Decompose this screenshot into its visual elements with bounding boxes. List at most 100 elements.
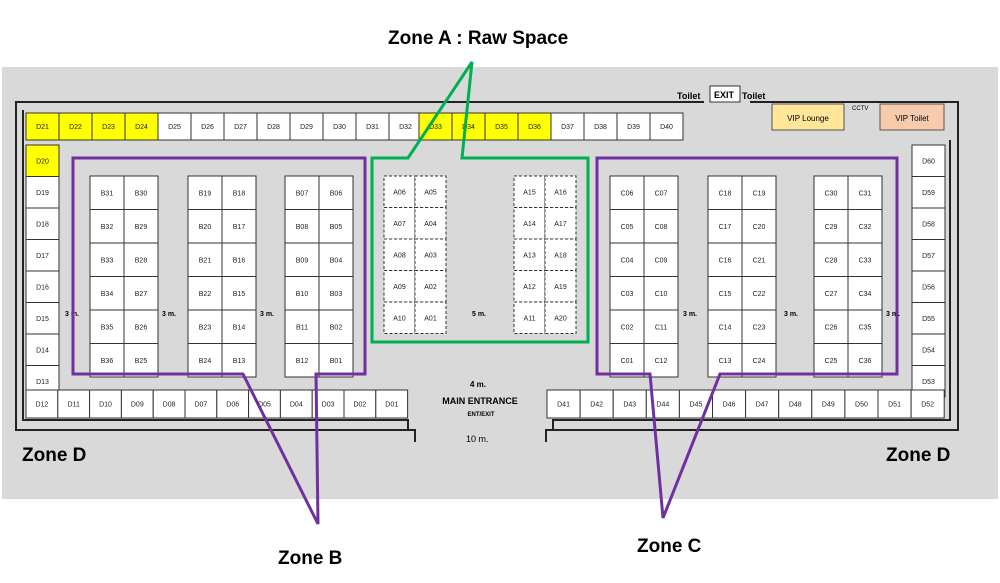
booth-d41[interactable]: D41 [546,389,581,419]
booth-a16[interactable]: A16 [544,175,577,208]
booth-a09[interactable]: A09 [383,270,416,303]
booth-d39[interactable]: D39 [616,112,651,141]
booth-c18[interactable]: C18 [707,175,743,210]
booth-d51[interactable]: D51 [877,389,912,419]
booth-d35[interactable]: D35 [484,112,519,141]
booth-b14[interactable]: B14 [221,309,257,344]
booth-b02[interactable]: B02 [318,309,354,344]
booth-d43[interactable]: D43 [612,389,647,419]
booth-d19[interactable]: D19 [25,176,60,209]
booth-d21[interactable]: D21 [25,112,60,141]
booth-c19[interactable]: C19 [741,175,777,210]
booth-d18[interactable]: D18 [25,207,60,240]
booth-b21[interactable]: B21 [187,242,223,277]
booth-b01[interactable]: B01 [318,343,354,378]
booth-d26[interactable]: D26 [190,112,225,141]
booth-b33[interactable]: B33 [89,242,125,277]
booth-a06[interactable]: A06 [383,175,416,208]
booth-c31[interactable]: C31 [847,175,883,210]
booth-d56[interactable]: D56 [911,270,946,303]
booth-d50[interactable]: D50 [844,389,879,419]
booth-c06[interactable]: C06 [609,175,645,210]
booth-b13[interactable]: B13 [221,343,257,378]
booth-c09[interactable]: C09 [643,242,679,277]
booth-b16[interactable]: B16 [221,242,257,277]
booth-c36[interactable]: C36 [847,343,883,378]
booth-d16[interactable]: D16 [25,270,60,303]
booth-b31[interactable]: B31 [89,175,125,210]
booth-d46[interactable]: D46 [712,389,747,419]
booth-b03[interactable]: B03 [318,276,354,311]
booth-c22[interactable]: C22 [741,276,777,311]
booth-d58[interactable]: D58 [911,207,946,240]
booth-b10[interactable]: B10 [284,276,320,311]
booth-c01[interactable]: C01 [609,343,645,378]
booth-c29[interactable]: C29 [813,209,849,244]
booth-d01[interactable]: D01 [375,389,409,419]
booth-b25[interactable]: B25 [123,343,159,378]
booth-d40[interactable]: D40 [649,112,684,141]
booth-d32[interactable]: D32 [388,112,423,141]
booth-d22[interactable]: D22 [58,112,93,141]
booth-b34[interactable]: B34 [89,276,125,311]
booth-c33[interactable]: C33 [847,242,883,277]
booth-d52[interactable]: D52 [910,389,945,419]
booth-b18[interactable]: B18 [221,175,257,210]
booth-c23[interactable]: C23 [741,309,777,344]
booth-d37[interactable]: D37 [550,112,585,141]
booth-b15[interactable]: B15 [221,276,257,311]
booth-d10[interactable]: D10 [89,389,122,419]
booth-b32[interactable]: B32 [89,209,125,244]
booth-a01[interactable]: A01 [414,301,447,334]
booth-a11[interactable]: A11 [513,301,546,334]
booth-d57[interactable]: D57 [911,239,946,272]
booth-d49[interactable]: D49 [811,389,846,419]
booth-b06[interactable]: B06 [318,175,354,210]
booth-c07[interactable]: C07 [643,175,679,210]
booth-b08[interactable]: B08 [284,209,320,244]
booth-b17[interactable]: B17 [221,209,257,244]
booth-d48[interactable]: D48 [778,389,813,419]
booth-a02[interactable]: A02 [414,270,447,303]
booth-d38[interactable]: D38 [583,112,618,141]
booth-d27[interactable]: D27 [223,112,258,141]
booth-b23[interactable]: B23 [187,309,223,344]
booth-b09[interactable]: B09 [284,242,320,277]
booth-a12[interactable]: A12 [513,270,546,303]
booth-c10[interactable]: C10 [643,276,679,311]
booth-d25[interactable]: D25 [157,112,192,141]
booth-b36[interactable]: B36 [89,343,125,378]
booth-a14[interactable]: A14 [513,207,546,240]
booth-c13[interactable]: C13 [707,343,743,378]
booth-d04[interactable]: D04 [279,389,313,419]
booth-d23[interactable]: D23 [91,112,126,141]
booth-c20[interactable]: C20 [741,209,777,244]
booth-a13[interactable]: A13 [513,238,546,271]
booth-b12[interactable]: B12 [284,343,320,378]
booth-d60[interactable]: D60 [911,144,946,177]
booth-d59[interactable]: D59 [911,176,946,209]
booth-b11[interactable]: B11 [284,309,320,344]
booth-b28[interactable]: B28 [123,242,159,277]
booth-c11[interactable]: C11 [643,309,679,344]
booth-c12[interactable]: C12 [643,343,679,378]
booth-d28[interactable]: D28 [256,112,291,141]
booth-c34[interactable]: C34 [847,276,883,311]
booth-a05[interactable]: A05 [414,175,447,208]
booth-d12[interactable]: D12 [25,389,59,419]
booth-b27[interactable]: B27 [123,276,159,311]
booth-d17[interactable]: D17 [25,239,60,272]
booth-c28[interactable]: C28 [813,242,849,277]
booth-a08[interactable]: A08 [383,238,416,271]
booth-b07[interactable]: B07 [284,175,320,210]
booth-d11[interactable]: D11 [57,389,91,419]
booth-c04[interactable]: C04 [609,242,645,277]
booth-c16[interactable]: C16 [707,242,743,277]
booth-a07[interactable]: A07 [383,207,416,240]
booth-c14[interactable]: C14 [707,309,743,344]
booth-c08[interactable]: C08 [643,209,679,244]
booth-c05[interactable]: C05 [609,209,645,244]
booth-d34[interactable]: D34 [451,112,486,141]
booth-a04[interactable]: A04 [414,207,447,240]
booth-c25[interactable]: C25 [813,343,849,378]
